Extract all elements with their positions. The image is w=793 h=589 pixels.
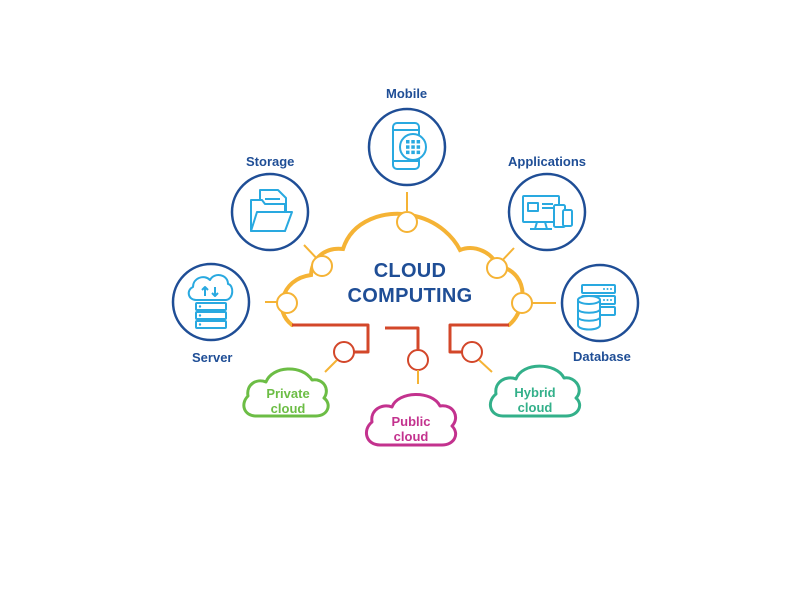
private-cloud-label: Private cloud	[266, 386, 310, 416]
dot-mobile	[396, 211, 418, 233]
applications-node	[507, 172, 587, 252]
dot-server	[276, 292, 298, 314]
subcloud-connectors	[324, 359, 493, 384]
server-icon	[187, 274, 234, 329]
database-icon	[577, 284, 616, 331]
red-dots	[333, 341, 483, 371]
dot-storage	[311, 255, 333, 277]
private-cloud-outline	[242, 367, 330, 418]
desktop-devices-icon	[522, 195, 573, 230]
public-cloud-label: Public cloud	[391, 414, 431, 444]
public-cloud-outline	[364, 393, 458, 447]
database-label: Database	[573, 349, 631, 364]
dot-applications	[486, 257, 508, 279]
main-cloud-dots	[276, 211, 533, 314]
center-title-line2: COMPUTING	[347, 285, 473, 307]
center-title: CLOUD COMPUTING	[310, 259, 510, 309]
center-title-line1: CLOUD	[373, 260, 447, 282]
dot-database	[511, 292, 533, 314]
folder-icon	[250, 189, 293, 232]
storage-label: Storage	[246, 154, 295, 169]
hybrid-cloud-label: Hybrid cloud	[514, 385, 556, 415]
applications-label: Applications	[508, 154, 587, 169]
server-label: Server	[192, 350, 233, 365]
hybrid-cloud-outline	[488, 364, 582, 418]
red-connectors	[292, 323, 509, 354]
mobile-icon	[392, 122, 427, 170]
mobile-label: Mobile	[386, 86, 428, 101]
